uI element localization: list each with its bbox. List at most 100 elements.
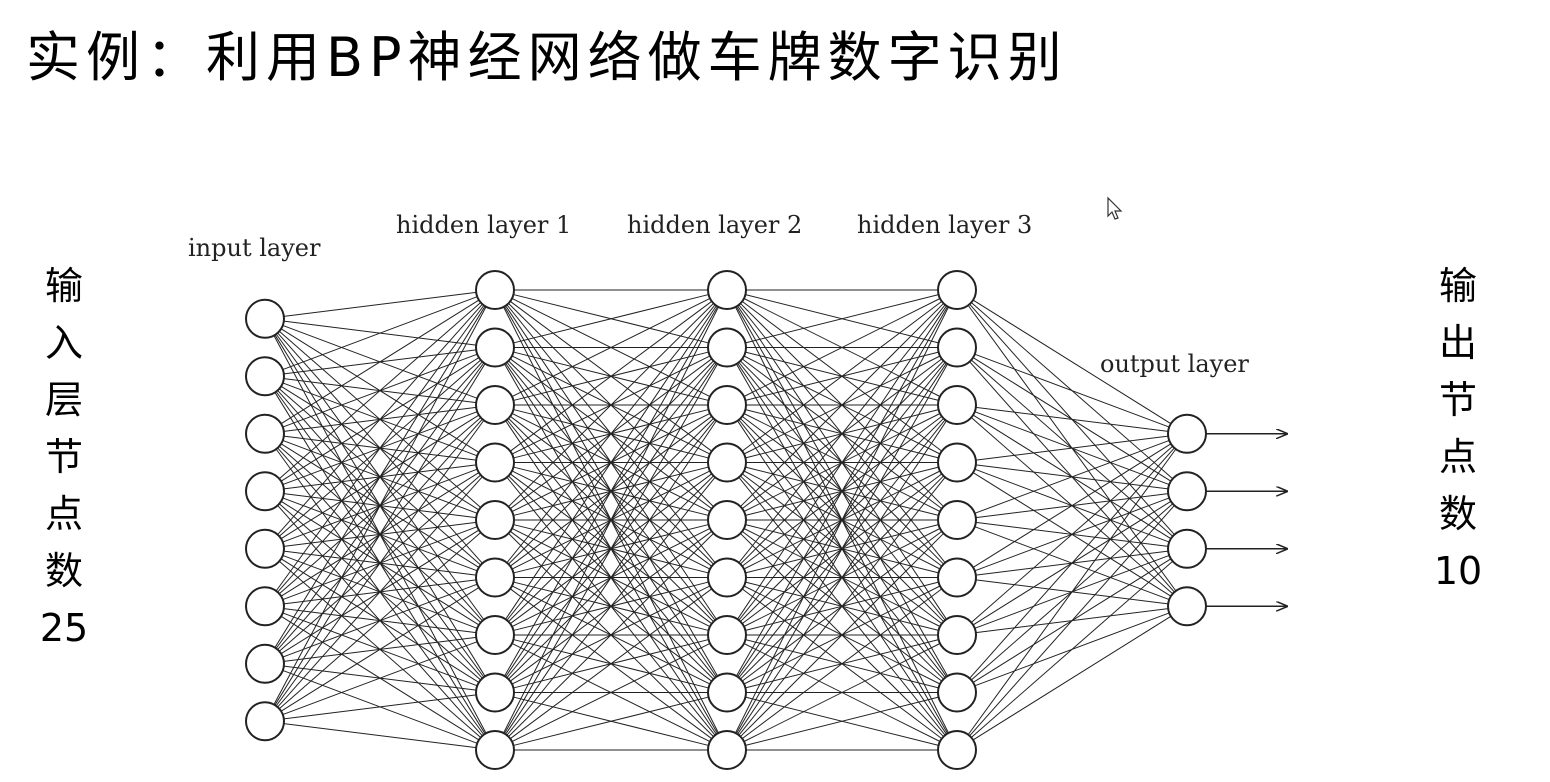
connection-edge bbox=[745, 696, 939, 746]
neuron-node bbox=[475, 327, 515, 368]
output-label-char: 数 bbox=[1438, 492, 1477, 536]
neuron-node bbox=[1167, 528, 1207, 569]
neuron-node bbox=[707, 730, 747, 770]
neuron-node bbox=[475, 385, 515, 425]
connection-edge bbox=[741, 300, 943, 452]
layer-labels: input layer hidden layer 1 hidden layer 2 h… bbox=[188, 211, 1249, 378]
connection-edge bbox=[511, 642, 711, 743]
output-label-char: 节 bbox=[1438, 378, 1477, 422]
neuron-node bbox=[937, 327, 977, 368]
mouse-pointer-icon bbox=[1107, 196, 1123, 220]
connection-edge bbox=[972, 443, 1172, 568]
output-label-char: 输 bbox=[1438, 264, 1477, 308]
connection-edges bbox=[273, 289, 1177, 751]
slide-title: 实例：利用BP神经网络做车牌数字识别 bbox=[26, 26, 1068, 89]
output-label-char: 出 bbox=[1438, 321, 1477, 365]
connection-edge bbox=[505, 305, 717, 620]
connection-edge bbox=[511, 297, 711, 398]
layer-label: input layer bbox=[188, 234, 321, 262]
connection-edge bbox=[745, 294, 939, 344]
neuron-node bbox=[937, 442, 977, 483]
connection-edge bbox=[509, 588, 713, 740]
connection-edge bbox=[972, 299, 1172, 425]
neuron-node bbox=[707, 385, 747, 425]
neuron-node bbox=[1167, 471, 1207, 512]
connection-edge bbox=[273, 306, 487, 705]
connection-edge bbox=[735, 363, 949, 734]
neuron-node bbox=[707, 442, 747, 483]
connection-edge bbox=[969, 505, 1175, 737]
connection-edge bbox=[277, 303, 483, 535]
neuron-node bbox=[475, 615, 515, 655]
neuron-node bbox=[707, 672, 747, 713]
connection-edge bbox=[974, 439, 1170, 514]
connection-edge bbox=[504, 306, 718, 677]
input-label-char: 数 bbox=[44, 549, 83, 593]
connection-edge bbox=[504, 363, 718, 734]
connection-edge bbox=[283, 291, 477, 317]
neuron-node bbox=[475, 500, 515, 540]
neuron-node bbox=[475, 557, 515, 598]
connection-edge bbox=[503, 306, 719, 734]
neuron-node bbox=[937, 270, 977, 310]
output-label-char: 点 bbox=[1438, 435, 1477, 479]
connection-edge bbox=[278, 302, 482, 480]
connection-edge bbox=[513, 696, 709, 746]
connection-edge bbox=[283, 694, 477, 720]
neuron-node bbox=[707, 500, 747, 540]
neuron-node bbox=[245, 413, 285, 454]
neuron-node bbox=[245, 298, 285, 339]
output-arrows bbox=[1206, 434, 1287, 607]
neuron-node bbox=[475, 270, 515, 310]
neuron-node bbox=[245, 586, 285, 627]
connection-edge bbox=[282, 296, 478, 371]
connection-edge bbox=[505, 420, 717, 735]
neuron-node bbox=[245, 528, 285, 569]
connection-edge bbox=[277, 476, 483, 708]
neuron-node bbox=[475, 672, 515, 713]
neuron-node bbox=[937, 730, 977, 770]
connection-edge bbox=[280, 299, 480, 425]
neuron-node bbox=[707, 270, 747, 310]
neuron-node bbox=[937, 672, 977, 713]
connection-edge bbox=[738, 304, 946, 563]
connection-edge bbox=[738, 477, 946, 736]
layer-label: hidden layer 3 bbox=[857, 211, 1032, 239]
layer-label: output layer bbox=[1100, 350, 1249, 378]
connection-edge bbox=[278, 532, 482, 710]
connection-edge bbox=[283, 723, 477, 749]
neuron-node bbox=[245, 643, 285, 684]
layer-label: hidden layer 2 bbox=[627, 211, 802, 239]
output-node-count-label: 输 出 节 点 数 10 bbox=[1428, 258, 1488, 600]
connection-edge bbox=[740, 303, 944, 507]
connection-edge bbox=[275, 305, 485, 592]
connection-edge bbox=[274, 363, 486, 706]
connection-edge bbox=[970, 445, 1174, 623]
neuron-node bbox=[707, 615, 747, 655]
connection-edge bbox=[737, 305, 947, 620]
connection-edge bbox=[975, 406, 1169, 432]
neuron-node bbox=[245, 701, 285, 742]
neuron-node bbox=[707, 327, 747, 368]
neuron-node bbox=[707, 557, 747, 598]
connection-edge bbox=[280, 587, 480, 712]
neuron-node bbox=[937, 500, 977, 540]
neuron-node bbox=[937, 557, 977, 598]
neuron-node bbox=[1167, 586, 1207, 627]
connection-edge bbox=[741, 588, 943, 739]
neuron-node bbox=[1167, 413, 1207, 454]
connection-edge bbox=[282, 641, 478, 716]
connection-edge bbox=[735, 306, 949, 677]
connection-edge bbox=[275, 420, 485, 707]
neuron-node bbox=[475, 442, 515, 483]
input-label-char: 入 bbox=[44, 321, 83, 365]
connection-edge bbox=[506, 476, 716, 736]
neuron-node bbox=[245, 471, 285, 512]
input-label-char: 层 bbox=[44, 378, 83, 422]
input-node-count-label: 输 入 层 节 点 数 25 bbox=[34, 258, 94, 657]
layer-label: hidden layer 1 bbox=[396, 211, 571, 239]
connection-edge bbox=[508, 303, 714, 507]
connection-edge bbox=[743, 643, 941, 742]
connection-edge bbox=[274, 305, 486, 648]
